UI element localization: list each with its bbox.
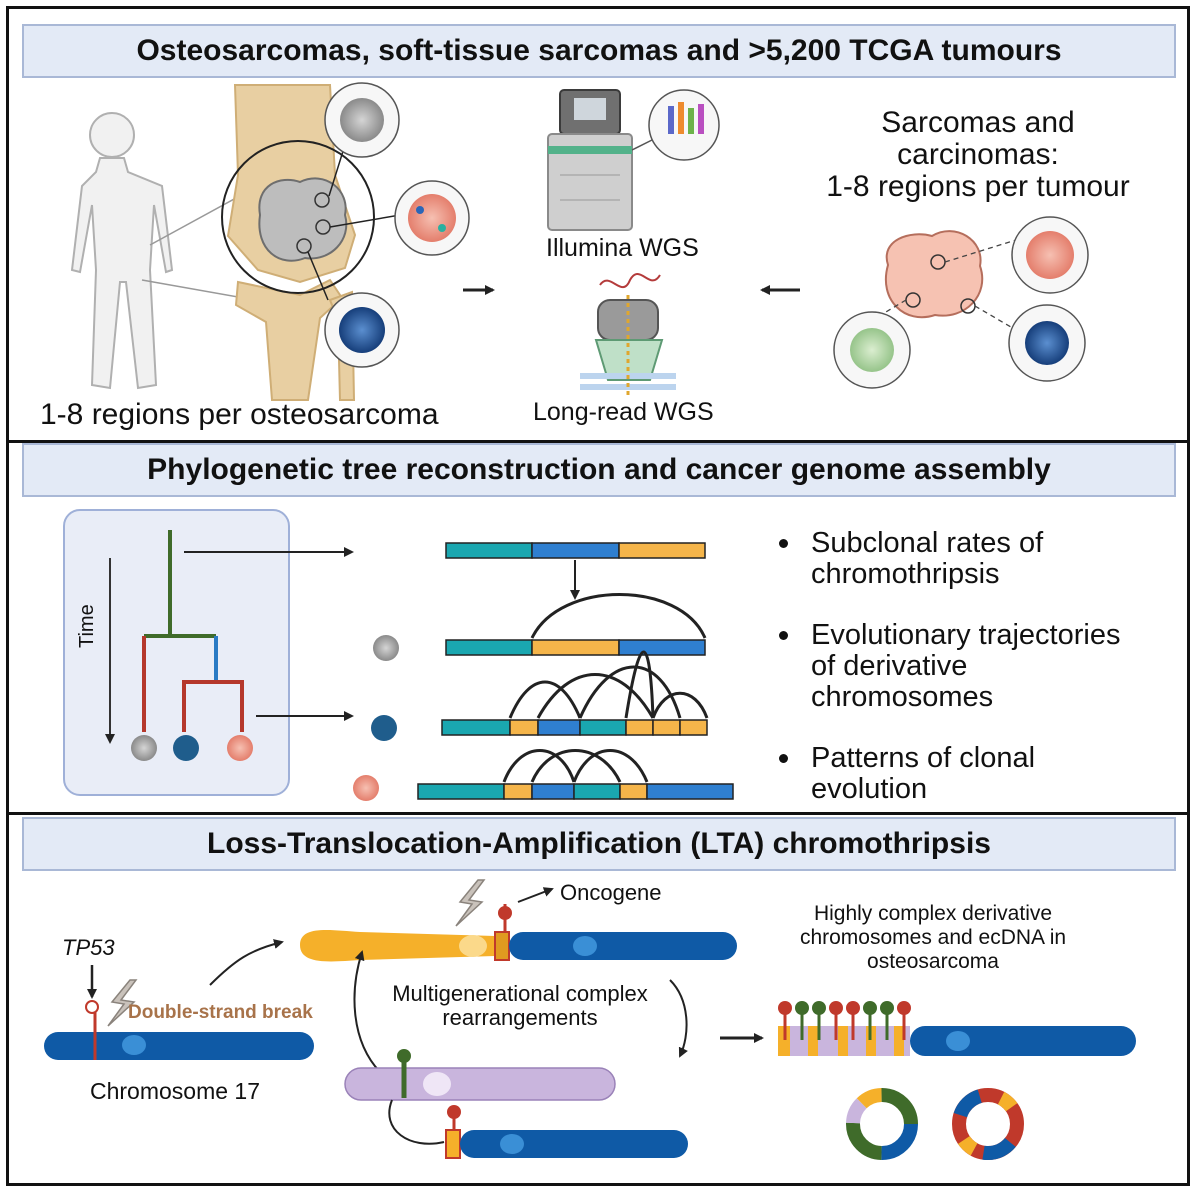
dna-clusters-icon [668,102,704,134]
chromosome-17-label: Chromosome 17 [90,1078,261,1104]
clone-pink-icon [353,775,379,801]
lightning-icon [107,979,138,1027]
illumina-label: Illumina WGS [546,234,699,262]
cycle-arrow-down [669,979,688,1058]
link-curve [388,1099,445,1145]
clone-blue-icon [371,715,397,741]
illumina-sequencer-icon [547,89,633,231]
sarcoma-region-pink-icon [1011,216,1089,294]
derivative-chromosome-icon [300,904,737,962]
osteosarcoma-tumour-icon [258,177,348,262]
oncogene-arrow [517,887,554,903]
phylogenetic-tree [142,530,244,732]
complex-derivative-label: Highly complex derivative chromosomes an… [799,902,1067,973]
clone-blue-icon [173,735,199,761]
sarcoma-label: Sarcomas and carcinomas: 1-8 regions per… [826,106,1130,203]
section-divider [9,812,1187,815]
region-grey-icon [324,82,400,158]
tp53-label: TP53 [62,935,115,960]
figure-frame [6,6,1190,1186]
region-pink-icon [394,180,470,256]
sarcoma-region-blue-icon [1008,304,1086,382]
multigenerational-label: Multigenerational complex rearrangements [392,981,648,1030]
chromosome-17-icon [44,1000,314,1060]
complex-derivative-chromosome-icon [778,1026,1136,1056]
time-label: Time [76,604,98,648]
dsb-label: Double-strand break [128,1002,313,1023]
section-3-title: Loss-Translocation-Amplification (LTA) c… [22,817,1176,871]
curved-arrow [209,939,284,986]
genome-segment-bars [417,542,734,800]
tree-box [63,509,290,796]
human-figure-icon [70,112,174,390]
ecdna-ring-2-icon [952,1088,1024,1160]
oncogene-label: Oncogene [560,880,662,905]
nanopore-icon [580,273,676,395]
osteo-regions-label: 1-8 regions per osteosarcoma [40,398,439,431]
longread-label: Long-read WGS [533,398,714,426]
cycle-arrow-up [353,950,381,1073]
sarcoma-region-green-icon [833,311,911,389]
lightning-icon [455,879,486,927]
clone-grey-icon [373,635,399,661]
clone-grey-icon [131,735,157,761]
zoom-circle [221,140,375,294]
clone-pink-icon [227,735,253,761]
sarcoma-tumour-icon [885,230,984,319]
oncogene-lollipops [778,1001,911,1040]
rearrangement-arcs [502,593,709,783]
section-divider [9,440,1187,443]
ecdna-ring-1-icon [846,1088,918,1160]
section-2-title: Phylogenetic tree reconstruction and can… [22,443,1176,497]
section-1-title: Osteosarcomas, soft-tissue sarcomas and … [22,24,1176,78]
small-derivative-chromosome-icon [445,1105,688,1159]
region-blue-icon [324,292,400,368]
purple-chromosome-icon [344,1049,616,1101]
